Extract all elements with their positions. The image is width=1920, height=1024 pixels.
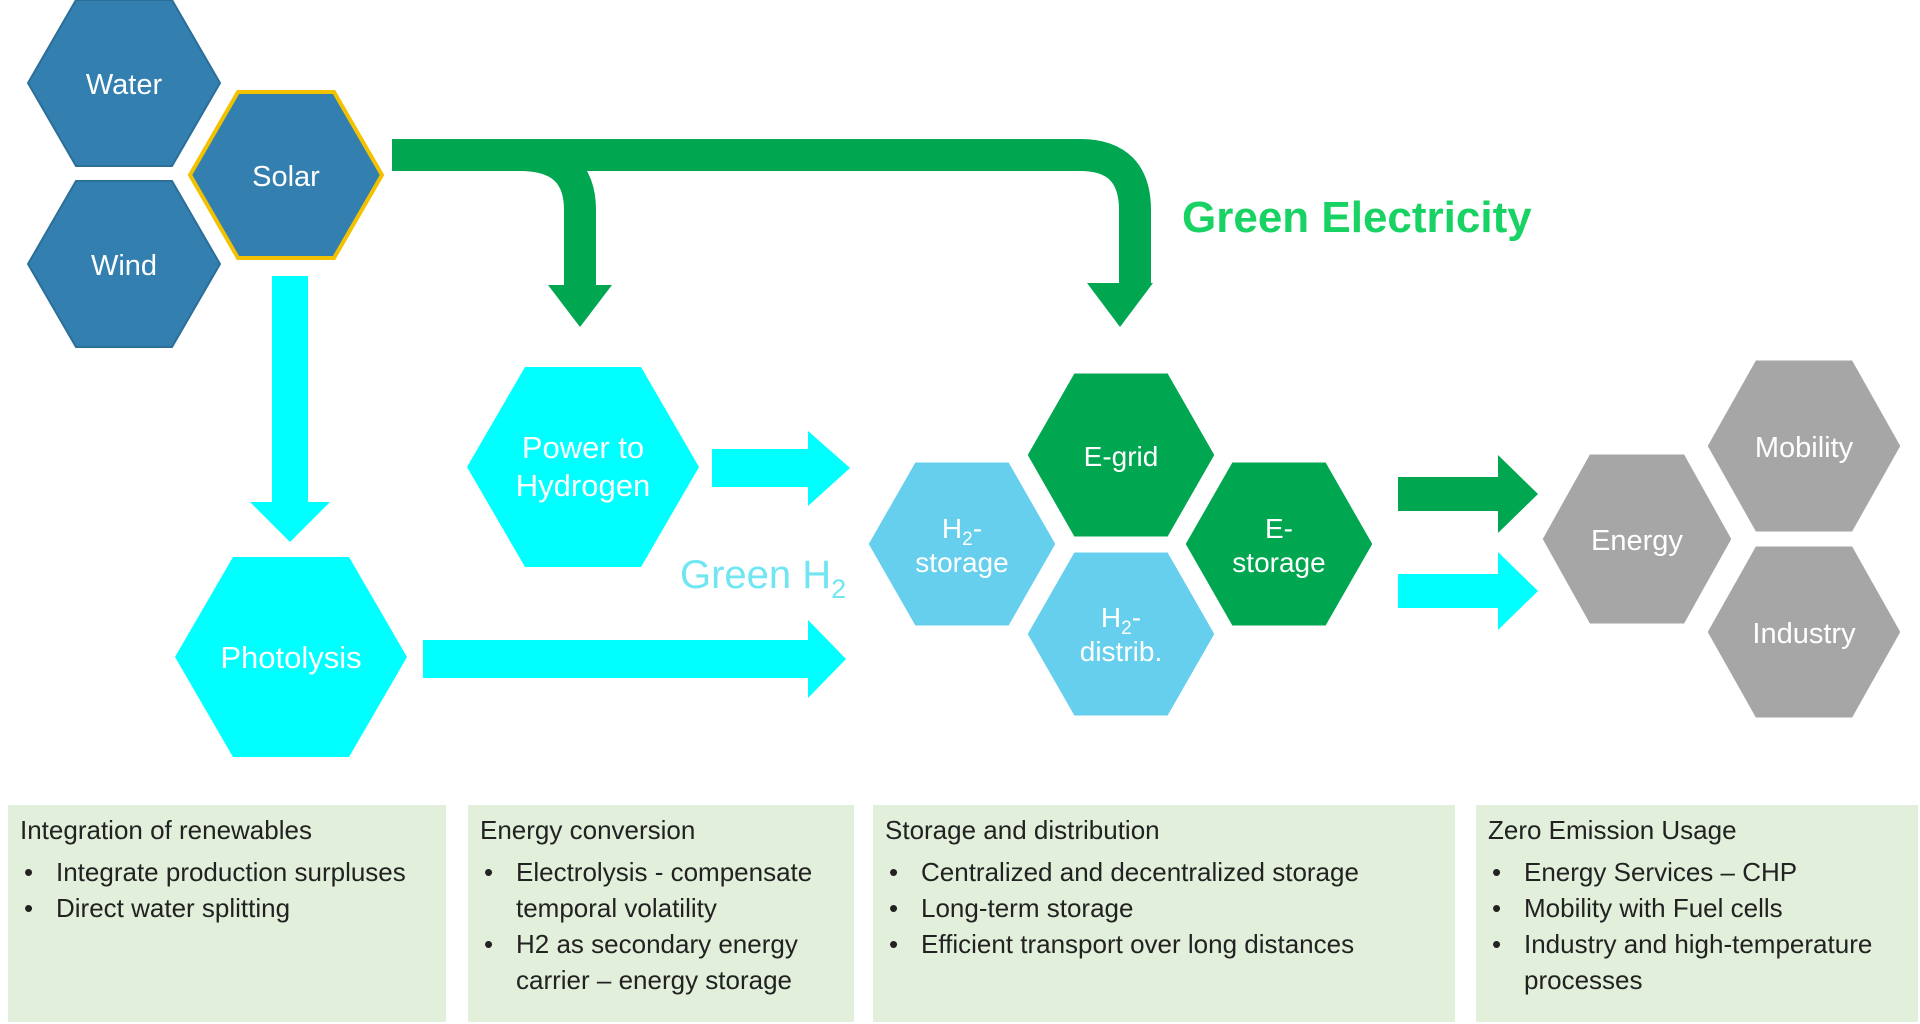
hex-industry: Industry [1704, 543, 1904, 721]
hex-mobility-label: Mobility [1755, 432, 1854, 464]
green-arrow-to-usage [1398, 455, 1538, 533]
cyan-arrow-solar-to-photolysis [250, 276, 330, 542]
hex-e-storage-line2: storage [1232, 547, 1325, 578]
hex-e-grid-label: E-grid [1084, 441, 1159, 472]
hex-power-to-hydrogen-line1: Power to [522, 430, 644, 465]
list-item: Direct water splitting [20, 890, 434, 926]
cyan-arrow-to-usage [1398, 552, 1538, 630]
green-electricity-arrows [392, 139, 1538, 533]
hex-photolysis: Photolysis [175, 557, 407, 757]
panel-usage: Zero Emission Usage Energy Services – CH… [1476, 805, 1918, 1022]
hexagon-group: Water Wind Solar Power to Hydrogen Photo… [26, 0, 1904, 757]
hex-e-grid: E-grid [1024, 370, 1218, 540]
panel-storage-title: Storage and distribution [885, 815, 1160, 845]
panel-conversion: Energy conversion Electrolysis - compens… [468, 805, 854, 1022]
hex-solar: Solar [187, 90, 385, 260]
panel-conversion-list: Electrolysis - compensate temporal volat… [480, 854, 842, 998]
hex-water-label: Water [86, 69, 163, 101]
hydrogen-arrows [250, 276, 1538, 698]
panel-storage-list: Centralized and decentralized storage Lo… [885, 854, 1443, 962]
cyan-arrow-photolysis-to-storage [423, 620, 846, 698]
cyan-arrow-power-to-storage [712, 431, 850, 506]
hex-power-to-hydrogen-line2: Hydrogen [516, 468, 650, 503]
hex-wind-label: Wind [91, 250, 157, 282]
hex-h2-storage-line1: H2- [942, 513, 982, 550]
panel-usage-title: Zero Emission Usage [1488, 815, 1737, 845]
hex-solar-label: Solar [252, 161, 320, 193]
hex-industry-label: Industry [1752, 618, 1856, 650]
green-arrowhead-egrid [1087, 283, 1153, 327]
list-item: Efficient transport over long distances [885, 926, 1443, 962]
green-electricity-label: Green Electricity [1182, 193, 1532, 242]
list-item: H2 as secondary energy carrier – energy … [480, 926, 842, 998]
hex-h2-storage-line2: storage [915, 547, 1008, 578]
hex-h2-distrib-line2: distrib. [1080, 636, 1162, 667]
panel-storage: Storage and distribution Centralized and… [873, 805, 1455, 1022]
list-item: Industry and high-temperature processes [1488, 926, 1906, 998]
panel-conversion-title: Energy conversion [480, 815, 696, 845]
hex-wind: Wind [26, 180, 222, 348]
panel-usage-list: Energy Services – CHP Mobility with Fuel… [1488, 854, 1906, 998]
hex-water: Water [26, 0, 222, 167]
hex-energy-label: Energy [1591, 525, 1683, 557]
list-item: Electrolysis - compensate temporal volat… [480, 854, 842, 926]
hex-power-to-hydrogen: Power to Hydrogen [467, 367, 699, 567]
green-electricity-arrow-to-power [519, 139, 596, 285]
panel-integration-list: Integrate production surpluses Direct wa… [20, 854, 434, 926]
hex-h2-distrib: H2- distrib. [1024, 549, 1218, 719]
hex-energy: Energy [1539, 451, 1735, 627]
green-h2-label: Green H2 [680, 553, 846, 604]
green-arrowhead-power [548, 285, 612, 327]
list-item: Mobility with Fuel cells [1488, 890, 1906, 926]
hex-e-storage: E- storage [1182, 459, 1376, 629]
green-electricity-arrow-top [392, 139, 1151, 285]
hex-h2-distrib-line1: H2- [1101, 602, 1141, 639]
list-item: Centralized and decentralized storage [885, 854, 1443, 890]
hex-h2-storage: H2- storage [865, 459, 1059, 629]
list-item: Energy Services – CHP [1488, 854, 1906, 890]
hex-photolysis-label: Photolysis [220, 640, 361, 675]
list-item: Integrate production surpluses [20, 854, 434, 890]
panel-integration-title: Integration of renewables [20, 815, 312, 845]
hex-e-storage-line1: E- [1265, 513, 1293, 544]
panel-integration: Integration of renewables Integrate prod… [8, 805, 446, 1022]
list-item: Long-term storage [885, 890, 1443, 926]
hex-mobility: Mobility [1704, 357, 1904, 535]
